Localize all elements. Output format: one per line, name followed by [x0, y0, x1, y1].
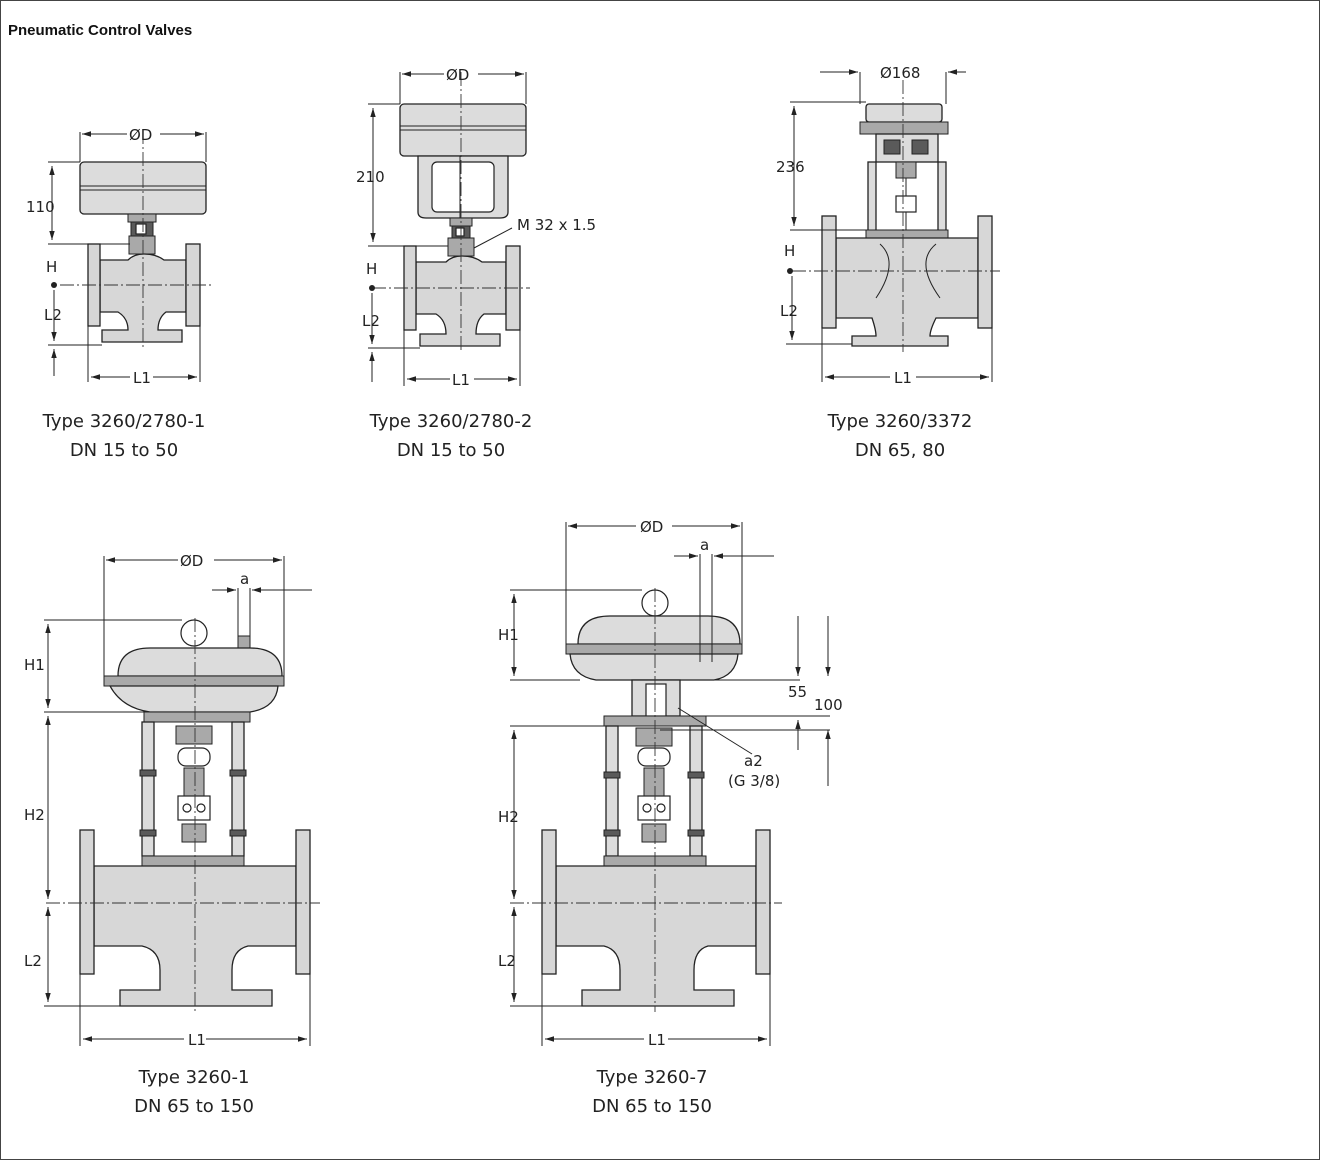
diaphragm-case-top: [577, 615, 741, 645]
figure-type: Type 3260/3372: [827, 411, 973, 432]
diaphragm-case-bottom: [108, 685, 279, 713]
dim-diameter: ØD: [129, 126, 152, 144]
dim-l1: L1: [648, 1031, 666, 1049]
diaphragm-case-top: [117, 647, 283, 677]
dim-l1: L1: [188, 1031, 206, 1049]
left-flange: [541, 829, 557, 975]
left-flange: [821, 215, 837, 329]
dim-l2: L2: [498, 952, 516, 970]
figure-3260-1: ØD a H1 H2 L2 L1 Type 3260-1 DN 65 to 15…: [24, 552, 320, 1117]
figure-dn: DN 15 to 50: [70, 440, 178, 461]
dim-100: 100: [814, 696, 843, 714]
dim-h1: H1: [24, 656, 45, 674]
dim-a: a: [700, 536, 709, 554]
page-title: Pneumatic Control Valves: [8, 22, 193, 39]
dim-diameter: ØD: [640, 518, 663, 536]
left-flange: [79, 829, 95, 975]
dim-a2: a2: [744, 752, 763, 770]
dim-height: 236: [776, 158, 805, 176]
dim-l1: L1: [894, 369, 912, 387]
dim-h: H: [46, 258, 57, 276]
dim-l2: L2: [362, 312, 380, 330]
figure-type: Type 3260/2780-1: [42, 411, 206, 432]
figure-3260-3372: Ø168 236 H L2 L1 Type 3260/3372 DN 65, 8…: [776, 64, 1000, 461]
dim-l2: L2: [780, 302, 798, 320]
dim-height: 110: [26, 198, 55, 216]
figure-dn: DN 15 to 50: [397, 440, 505, 461]
dim-diameter: ØD: [446, 66, 469, 84]
right-flange: [977, 215, 993, 329]
dim-thread: M 32 x 1.5: [517, 216, 596, 234]
dim-height: 210: [356, 168, 385, 186]
dim-l2: L2: [44, 306, 62, 324]
valve-body: [555, 865, 757, 1007]
figure-type: Type 3260-1: [138, 1067, 250, 1088]
dim-l1: L1: [452, 371, 470, 389]
dim-h2: H2: [24, 806, 45, 824]
dim-h2: H2: [498, 808, 519, 826]
dim-h: H: [366, 260, 377, 278]
figure-3260-2780-1: ØD 110 H L2 L1 Type 3260/2780-1 DN 15 to…: [26, 126, 212, 461]
bonnet-nut: [128, 235, 156, 255]
figure-dn: DN 65 to 150: [134, 1096, 254, 1117]
figure-type: Type 3260/2780-2: [369, 411, 533, 432]
figure-dn: DN 65, 80: [855, 440, 945, 461]
diaphragm-case-bottom: [569, 653, 739, 681]
figure-type: Type 3260-7: [596, 1067, 708, 1088]
dim-55: 55: [788, 683, 807, 701]
right-flange: [755, 829, 771, 975]
dim-g38: (G 3/8): [728, 772, 780, 790]
dim-diameter: Ø168: [880, 64, 920, 82]
figure-dn: DN 65 to 150: [592, 1096, 712, 1117]
right-flange: [295, 829, 311, 975]
dim-h1: H1: [498, 626, 519, 644]
dim-a: a: [240, 570, 249, 588]
dim-diameter: ØD: [180, 552, 203, 570]
dim-l1: L1: [133, 369, 151, 387]
figure-3260-2780-2: ØD 210 M 32 x 1.5 H L2 L1 Type 3260/2780…: [356, 66, 596, 461]
dim-h: H: [784, 242, 795, 260]
figure-3260-7: ØD a H1 55 100 a2 (G 3/8) H2 L2 L1 Type …: [498, 518, 843, 1117]
dim-l2: L2: [24, 952, 42, 970]
actuator-housing: [865, 103, 943, 123]
valve-body: [835, 237, 979, 347]
lifting-eye: [180, 619, 208, 647]
